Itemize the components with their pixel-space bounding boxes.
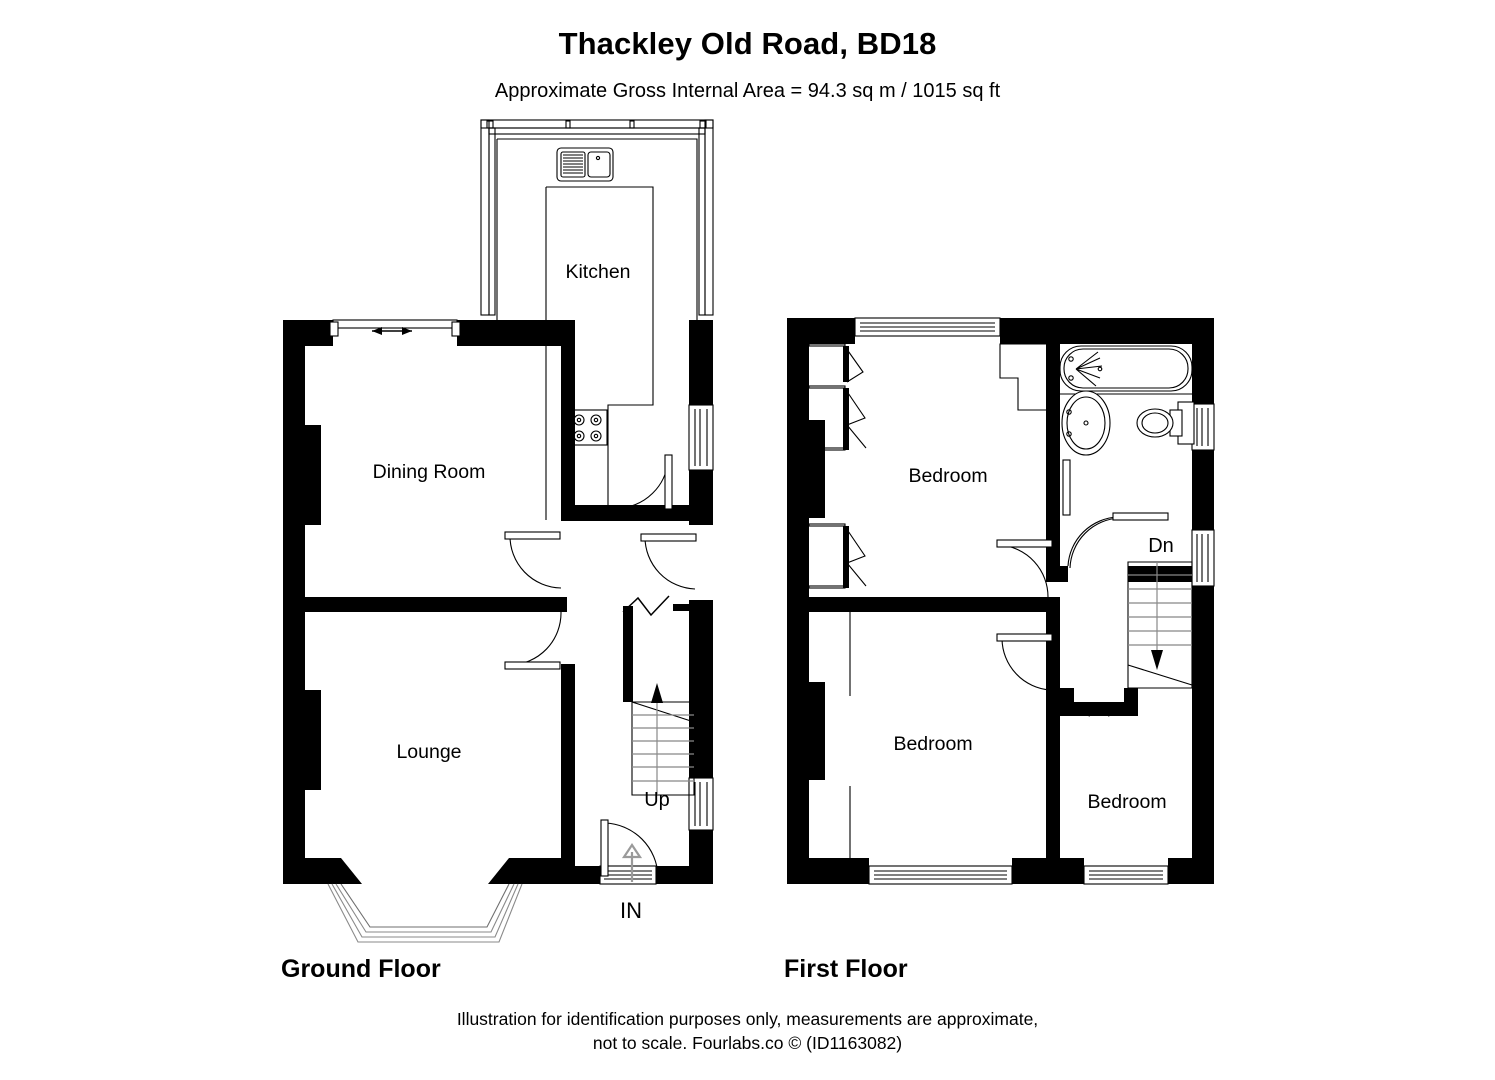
arrow-in-icon <box>621 843 643 882</box>
room-label-bedroom-2: Bedroom <box>893 733 972 755</box>
window <box>1191 403 1215 451</box>
staircase-up: Up <box>622 595 695 811</box>
footer-credit-line2: not to scale. Fourlabs.co © (ID1163082) <box>592 1033 903 1053</box>
stair-label-up: Up <box>644 789 670 811</box>
window <box>1083 865 1169 885</box>
entrance-marker: IN <box>620 843 643 923</box>
door[interactable] <box>504 611 562 670</box>
ground-floor-doors <box>504 454 697 877</box>
window <box>854 317 1001 337</box>
door[interactable] <box>504 531 562 589</box>
arrow-up-icon <box>651 683 663 795</box>
page-subtitle: Approximate Gross Internal Area = 94.3 s… <box>494 80 1001 102</box>
cupboard-bifold-door[interactable] <box>808 343 864 383</box>
staircase-down: Dn <box>1127 535 1193 689</box>
bathtub-icon <box>1059 345 1193 395</box>
window <box>688 404 714 471</box>
entrance-door[interactable] <box>600 819 659 877</box>
room-label-kitchen: Kitchen <box>565 261 630 283</box>
door[interactable] <box>640 533 697 590</box>
room-label-bedroom-1: Bedroom <box>908 465 987 487</box>
cupboard-bifold-door[interactable] <box>808 523 867 589</box>
ground-floor-label: Ground Floor <box>281 955 441 983</box>
ground-floor-walls <box>283 320 713 884</box>
first-floor-doors <box>996 459 1169 717</box>
first-floor-walls <box>787 318 1214 884</box>
door[interactable] <box>1069 691 1129 717</box>
bedroom1-recess <box>999 343 1046 411</box>
first-floor-windows <box>854 317 1215 885</box>
room-label-bedroom-3: Bedroom <box>1087 791 1166 813</box>
room-label-lounge: Lounge <box>396 741 461 763</box>
toilet-icon <box>1136 401 1195 445</box>
room-label-dining-room: Dining Room <box>373 461 486 483</box>
footer-disclaimer-line1: Illustration for identification purposes… <box>456 1009 1039 1029</box>
door[interactable] <box>619 454 673 510</box>
bathroom-fixtures <box>1059 345 1195 456</box>
window <box>599 865 657 885</box>
door[interactable] <box>996 539 1053 598</box>
sliding-door-arrow-icon <box>372 327 412 335</box>
ground-floor-windows <box>599 404 714 885</box>
entrance-label-in: IN <box>620 898 642 923</box>
window <box>1191 529 1215 587</box>
first-floor-label: First Floor <box>784 955 908 983</box>
door[interactable] <box>1062 459 1119 567</box>
bay-window <box>327 858 523 943</box>
arrow-down-icon <box>1151 562 1163 670</box>
page-title: Thackley Old Road, BD18 <box>558 26 937 61</box>
built-in-cupboards <box>808 343 867 866</box>
hob-icon <box>568 409 608 446</box>
sink-icon <box>556 147 614 182</box>
sliding-door[interactable] <box>329 319 461 337</box>
kitchen-structure: Kitchen <box>480 119 714 520</box>
washbasin-icon <box>1061 390 1111 456</box>
door[interactable] <box>996 633 1053 691</box>
window <box>688 777 714 831</box>
stair-label-dn: Dn <box>1148 535 1174 557</box>
window <box>868 865 1013 885</box>
door[interactable] <box>1069 512 1169 569</box>
cupboard-bifold-door[interactable] <box>808 385 867 451</box>
